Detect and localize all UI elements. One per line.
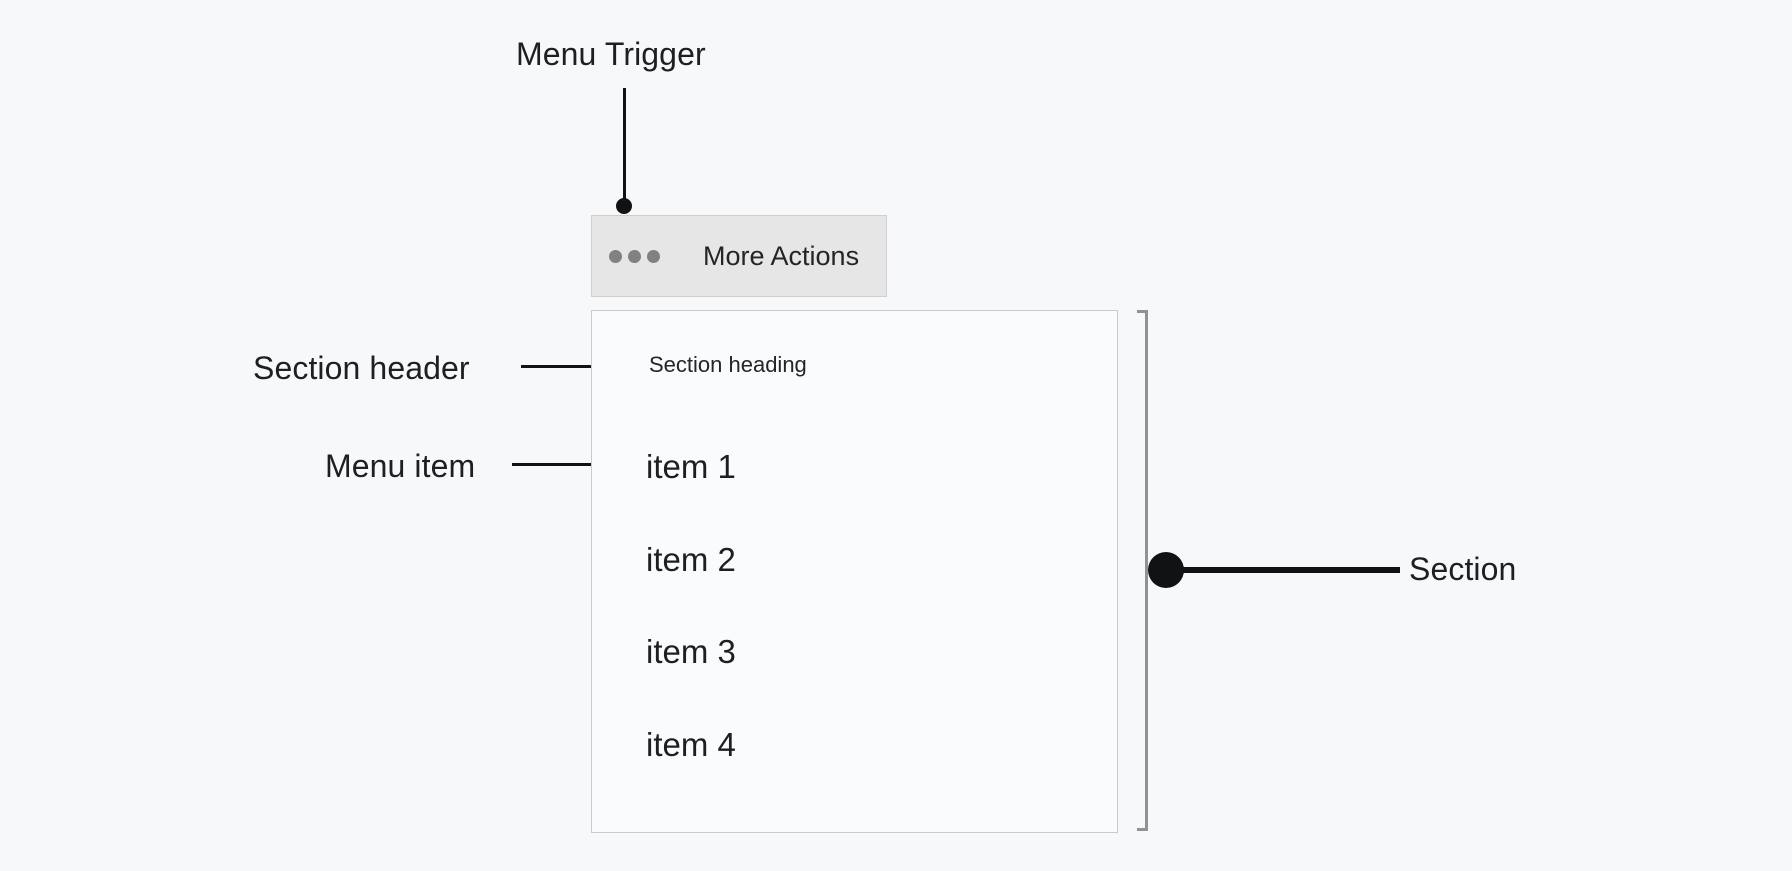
- leader-line-section-header: [521, 365, 639, 368]
- leader-dot-menu-trigger: [616, 198, 632, 214]
- more-icon-dot-1: [609, 249, 622, 263]
- menu-item[interactable]: item 1: [646, 448, 736, 485]
- annotation-label-section-header: Section header: [253, 350, 470, 386]
- leader-line-section: [1166, 567, 1400, 573]
- more-icon-dot-3: [647, 249, 660, 263]
- menu-item[interactable]: item 3: [646, 633, 736, 670]
- more-icon-dot-2: [628, 249, 641, 263]
- menu-section-heading: Section heading: [649, 352, 807, 377]
- menu-item[interactable]: item 2: [646, 541, 736, 578]
- annotation-label-section: Section: [1409, 551, 1517, 587]
- leader-line-menu-trigger: [623, 88, 626, 204]
- leader-dot-section: [1148, 552, 1184, 588]
- annotation-label-menu-trigger: Menu Trigger: [516, 36, 706, 72]
- leader-line-menu-item: [512, 463, 640, 466]
- annotation-label-menu-item: Menu item: [325, 448, 476, 484]
- more-horizontal-icon: [609, 249, 660, 263]
- menu-item[interactable]: item 4: [646, 726, 736, 763]
- more-actions-button[interactable]: More Actions: [591, 215, 887, 297]
- section-bracket: [1137, 310, 1148, 831]
- more-actions-button-label: More Actions: [703, 240, 860, 271]
- dropdown-menu-panel: Section heading item 1 item 2 item 3 ite…: [591, 310, 1118, 833]
